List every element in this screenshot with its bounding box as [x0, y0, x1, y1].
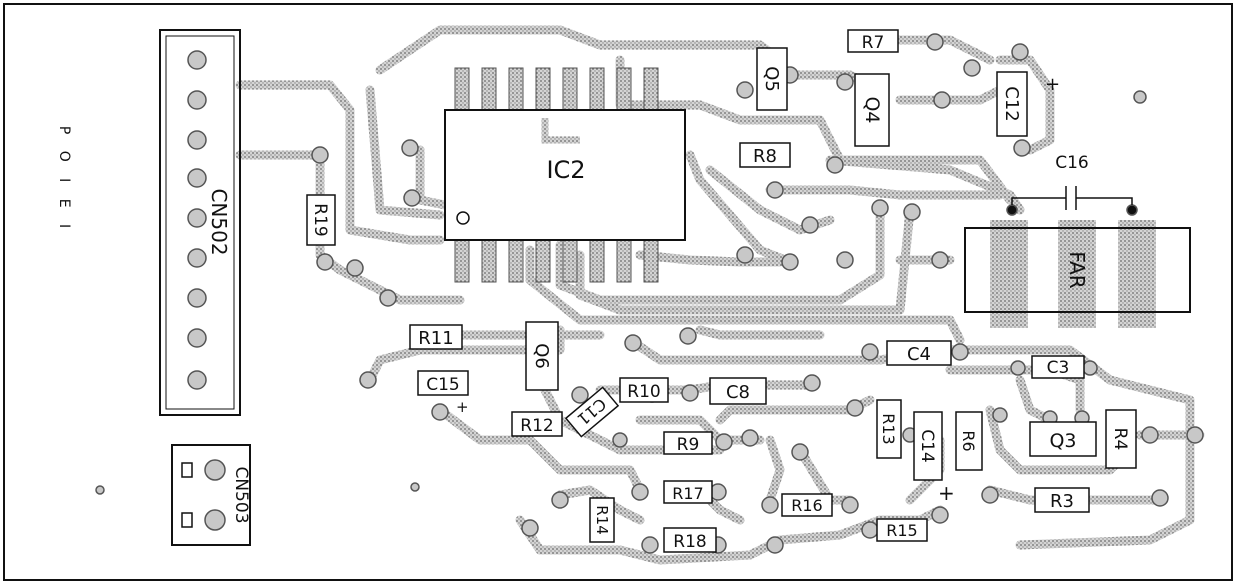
cn502-label: CN502	[207, 188, 231, 255]
r3-label: R3	[1050, 491, 1074, 512]
cn503-pin-mark	[181, 462, 193, 478]
q5-label: Q5	[761, 66, 782, 92]
r15-label: R15	[886, 521, 917, 540]
ic2-label: IC2	[546, 156, 585, 184]
c4-label: C4	[907, 344, 931, 365]
c16-symbol	[1011, 186, 1133, 210]
q6-body	[525, 321, 559, 391]
r6-label: R6	[959, 430, 978, 451]
far-pads	[990, 220, 1156, 328]
q6-label: Q6	[531, 343, 552, 369]
cn502-inner	[165, 35, 235, 410]
ic2-pin1-dot	[456, 211, 470, 225]
c15-label: C15	[426, 375, 460, 395]
r12-label: R12	[520, 416, 553, 436]
r16-body	[781, 493, 833, 517]
c3-body	[1031, 355, 1085, 379]
board-outline	[3, 3, 1233, 581]
r19-body	[306, 194, 336, 246]
r14-label: R14	[593, 505, 611, 535]
r17-label: R17	[672, 484, 703, 503]
c12-polarity: +	[1045, 74, 1060, 95]
r11-body	[409, 324, 463, 350]
r12-body	[511, 411, 563, 437]
r17-body	[663, 480, 713, 504]
c14-label: C14	[917, 429, 937, 463]
q3-body	[1029, 421, 1097, 457]
r6-body	[955, 411, 983, 471]
r9-label: R9	[677, 435, 700, 455]
r13-body	[876, 399, 902, 459]
c4-body	[886, 340, 952, 366]
r9-body	[663, 431, 713, 455]
r8-label: R8	[753, 146, 777, 167]
q3-label: Q3	[1049, 430, 1076, 452]
q4-body	[854, 73, 890, 147]
c15-polarity: +	[456, 398, 469, 416]
r10-label: R10	[627, 382, 660, 402]
far-body	[964, 227, 1191, 313]
c14-body	[913, 411, 943, 481]
c14-polarity: +	[938, 481, 955, 505]
c3-label: C3	[1047, 358, 1070, 378]
c16-label: C16	[1055, 153, 1089, 173]
r7-body	[847, 29, 899, 53]
cn503-label: CN503	[231, 466, 251, 523]
r3-body	[1034, 487, 1090, 513]
r10-body	[619, 377, 669, 403]
r4-body	[1105, 409, 1137, 469]
r15-body	[876, 518, 928, 542]
cn503-pin-mark	[181, 512, 193, 528]
r7-label: R7	[862, 33, 885, 53]
board-side-text: P O I E I	[56, 126, 72, 234]
far-label: FAR	[1065, 251, 1089, 288]
r11-label: R11	[418, 328, 453, 349]
cn502-outline	[159, 29, 241, 416]
r14-body	[589, 497, 615, 543]
r13-label: R13	[879, 413, 898, 444]
c8-label: C8	[726, 382, 750, 403]
c12-body	[996, 71, 1028, 137]
r18-label: R18	[673, 532, 706, 552]
c12-label: C12	[1001, 86, 1022, 121]
q4-label: Q4	[861, 96, 883, 123]
q5-body	[756, 47, 788, 111]
r8-body	[739, 142, 791, 168]
r4-label: R4	[1110, 428, 1130, 451]
r19-label: R19	[310, 203, 330, 236]
ic2-body	[444, 109, 686, 241]
c8-body	[709, 377, 767, 405]
r16-label: R16	[791, 496, 822, 515]
r18-body	[663, 527, 717, 553]
c15-body	[417, 370, 469, 396]
c11-body	[564, 386, 620, 438]
cn503-outline	[171, 444, 251, 546]
